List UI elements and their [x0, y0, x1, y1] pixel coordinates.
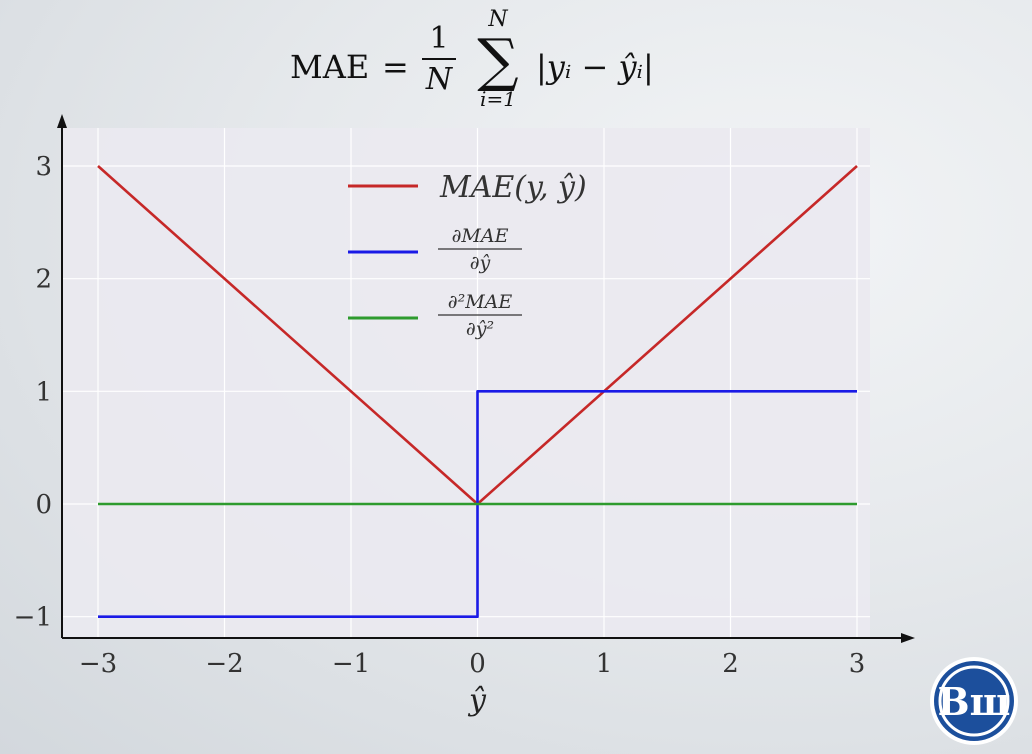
x-tick-label: 2: [722, 649, 739, 679]
legend-label-numerator: ∂²MAE: [448, 291, 513, 313]
sigma-symbol: ∑: [477, 26, 519, 94]
fraction-denominator: N: [425, 62, 453, 97]
x-tick-label: −2: [205, 649, 243, 679]
sum-lower-limit: i=1: [480, 87, 516, 111]
legend-label-numerator: ∂MAE: [452, 225, 509, 247]
y-axis-arrow: [57, 114, 67, 128]
y-tick-label: 0: [35, 490, 52, 520]
formula-fraction: 1 N: [422, 22, 456, 98]
x-axis-arrow: [901, 633, 915, 643]
x-tick-label: 0: [469, 649, 486, 679]
legend-label-denominator: ∂ŷ²: [466, 318, 494, 340]
formula-equals: =: [382, 48, 409, 86]
y-tick-label: 2: [35, 265, 52, 295]
sum-upper-limit: N: [488, 7, 508, 32]
y-tick-label: 3: [35, 152, 52, 182]
x-tick-label: −3: [79, 649, 117, 679]
y-tick-label: −1: [14, 603, 52, 633]
fraction-numerator: 1: [429, 21, 449, 56]
summation: N ∑ i=1: [468, 7, 528, 111]
x-axis-label: ŷ: [467, 683, 487, 718]
x-tick-label: 1: [596, 649, 613, 679]
y-tick-label: 1: [35, 377, 52, 407]
logo-text: Вш: [938, 679, 1011, 724]
mae-formula: MAE = 1 N N ∑ i=1 |yᵢ − ŷᵢ|: [290, 8, 710, 128]
formula-lhs: MAE: [290, 48, 370, 86]
fraction-bar: [422, 58, 456, 60]
x-tick-label: −1: [332, 649, 370, 679]
university-logo-icon: Вш: [928, 655, 1020, 747]
absolute-error-term: |yᵢ − ŷᵢ|: [536, 48, 654, 86]
plot-background: [62, 128, 870, 638]
legend-label: MAE(y, ŷ): [439, 170, 587, 205]
x-tick-label: 3: [849, 649, 866, 679]
legend-label-denominator: ∂ŷ: [470, 252, 491, 274]
